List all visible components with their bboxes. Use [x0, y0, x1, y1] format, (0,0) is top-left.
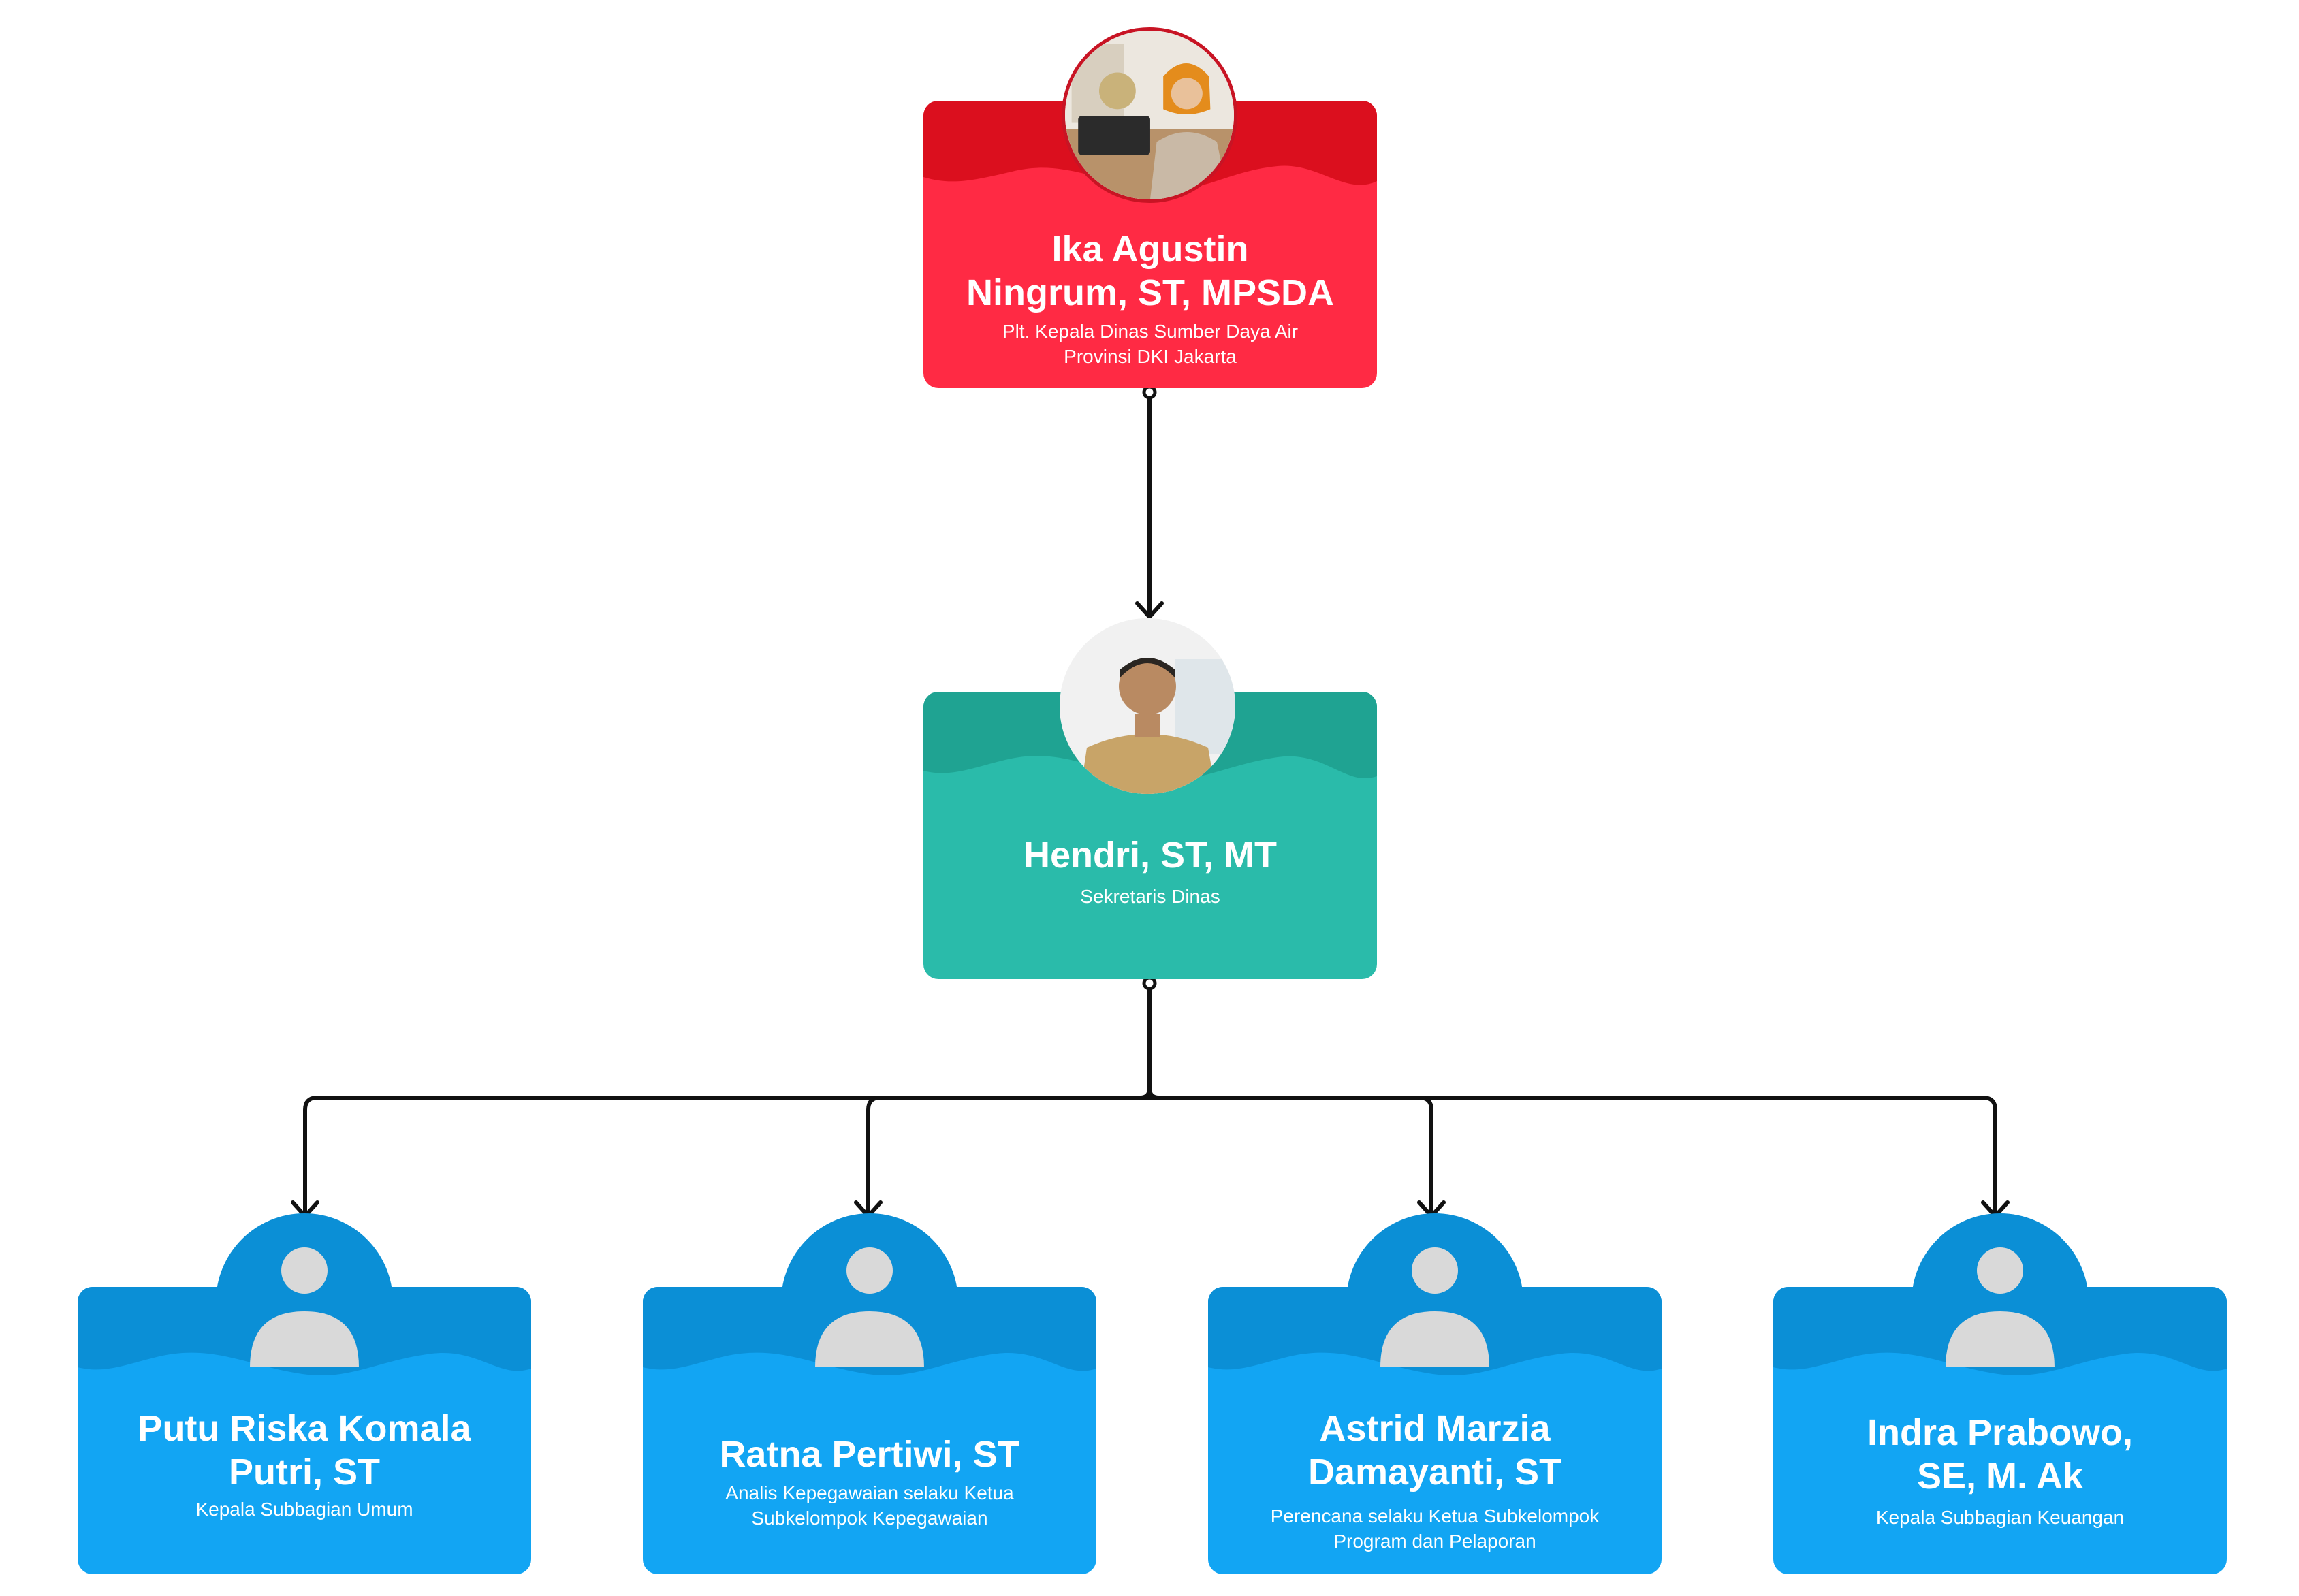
head-name: Ika Agustin Ningrum, ST, MPSDA [937, 227, 1363, 315]
staff-name: Ratna Pertiwi, ST [656, 1433, 1083, 1476]
secretary-role-line-1: Sekretaris Dinas [1080, 886, 1220, 907]
staff-card: Indra Prabowo,SE, M. Ak Kepala Subbagian … [1773, 1287, 2227, 1574]
user-placeholder-icon [1380, 1247, 1489, 1367]
staff-role-line-1: Kepala Subbagian Umum [195, 1499, 413, 1520]
connector-branch [303, 1096, 1997, 1215]
person-photo-icon [1060, 618, 1235, 794]
staff-name-line-1: Putu Riska Komala [138, 1408, 471, 1449]
connector-trunk-join [1138, 1086, 1161, 1100]
arrowhead-secretary [1135, 601, 1164, 619]
connector-branch-2 [866, 1096, 883, 1215]
staff-role-line-1: Analis Kepegawaian selaku Ketua [725, 1482, 1014, 1503]
staff-name-line-2: Damayanti, ST [1307, 1452, 1562, 1493]
user-placeholder-icon [250, 1247, 359, 1367]
connector-branch-3 [1417, 1096, 1433, 1215]
head-name-line-1: Ika Agustin [1051, 229, 1249, 270]
head-name-line-2: Ningrum, ST, MPSDA [966, 272, 1335, 313]
staff-name-line-2: Putri, ST [228, 1452, 380, 1493]
staff-role-line-2: Program dan Pelaporan [1333, 1531, 1536, 1552]
staff-role: Kepala Subbagian Keuangan [1787, 1505, 2213, 1530]
user-placeholder-icon [815, 1247, 924, 1367]
staff-name: Indra Prabowo,SE, M. Ak [1787, 1411, 2213, 1498]
head-photo [1062, 27, 1237, 203]
secretary-role: Sekretaris Dinas [937, 884, 1363, 909]
staff-role-line-1: Kepala Subbagian Keuangan [1875, 1507, 2125, 1528]
staff-name-line-1: Indra Prabowo, [1867, 1412, 2134, 1453]
secretary-photo [1060, 618, 1235, 794]
staff-name-line-1: Ratna Pertiwi, ST [719, 1434, 1020, 1475]
secretary-name: Hendri, ST, MT [937, 833, 1363, 877]
user-placeholder-icon [1946, 1247, 2055, 1367]
staff-role: Kepala Subbagian Umum [91, 1497, 518, 1522]
secretary-name-line-1: Hendri, ST, MT [1023, 835, 1277, 876]
head-role-line-1: Plt. Kepala Dinas Sumber Daya Air [1002, 321, 1299, 342]
connector-dot-secretary [1142, 976, 1157, 991]
staff-role-line-1: Perencana selaku Ketua Subkelompok [1270, 1505, 1600, 1527]
staff-name-line-2: SE, M. Ak [1916, 1456, 2084, 1497]
staff-name-line-1: Astrid Marzia [1319, 1408, 1551, 1449]
head-role-line-2: Provinsi DKI Jakarta [1064, 346, 1237, 367]
staff-role-line-2: Subkelompok Kepegawaian [751, 1507, 988, 1529]
person-photo-icon [1065, 31, 1234, 200]
connector-dot-head [1142, 385, 1157, 400]
head-role: Plt. Kepala Dinas Sumber Daya Air Provin… [937, 319, 1363, 369]
